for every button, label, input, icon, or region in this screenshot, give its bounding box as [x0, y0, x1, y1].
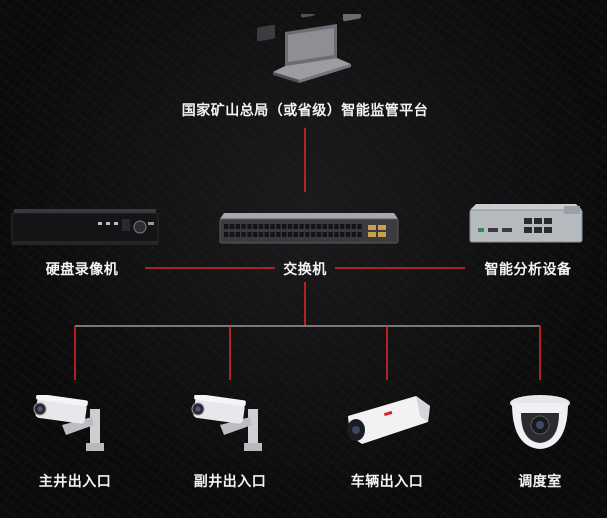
switch-port	[270, 232, 275, 237]
switch-port	[264, 232, 269, 237]
switch-port	[229, 224, 235, 229]
switch-port	[351, 224, 356, 229]
switch-port	[351, 232, 356, 237]
switch-port	[287, 224, 293, 229]
switch-port	[224, 224, 229, 229]
switch-port	[340, 232, 345, 237]
switch-port	[229, 232, 235, 237]
switch-port	[357, 224, 362, 229]
switch-port	[253, 232, 258, 237]
switch-port	[345, 232, 351, 237]
cam-dispatch-label: 调度室	[518, 474, 562, 490]
cam-main-shaft-label: 主井出入口	[38, 474, 112, 490]
switch-port	[241, 232, 246, 237]
switch-port	[316, 232, 322, 237]
switch-port	[276, 232, 281, 237]
switch-port	[299, 224, 304, 229]
switch-port	[276, 224, 281, 229]
switch-port	[293, 224, 298, 229]
switch-port	[247, 224, 252, 229]
switch-port	[328, 224, 333, 229]
switch-port	[258, 232, 264, 237]
analyzer-device-icon	[469, 204, 583, 243]
switch-port	[293, 232, 298, 237]
platform-label: 国家矿山总局（或省级）智能监管平台	[181, 103, 429, 119]
bullet-camera-icon	[191, 395, 262, 451]
switch-port	[322, 224, 327, 229]
switch-port	[258, 224, 264, 229]
switch-port	[345, 224, 351, 229]
switch-port	[311, 224, 316, 229]
cam-aux-shaft-label: 副井出入口	[193, 474, 267, 490]
dome-camera-icon	[510, 395, 570, 449]
switch-port	[340, 224, 345, 229]
switch-port	[235, 224, 240, 229]
switch-port	[235, 232, 240, 237]
cam-vehicle-label: 车辆出入口	[350, 474, 424, 490]
bullet-camera-icon	[33, 395, 104, 451]
laptop-icon	[257, 14, 361, 83]
switch-port	[305, 232, 310, 237]
switch-port	[282, 232, 287, 237]
switch-port	[334, 232, 339, 237]
switch-device-icon	[219, 213, 399, 244]
switch-port	[328, 232, 333, 237]
analyzer-label: 智能分析设备	[484, 262, 572, 278]
switch-port	[311, 232, 316, 237]
switch-port	[334, 224, 339, 229]
switch-port	[247, 232, 252, 237]
switch-port	[253, 224, 258, 229]
switch-port	[322, 232, 327, 237]
nvr-device-icon	[11, 209, 159, 245]
switch-port	[357, 232, 362, 237]
switch-port	[241, 224, 246, 229]
switch-port	[316, 224, 322, 229]
nvr-label: 硬盘录像机	[45, 262, 119, 278]
switch-port	[224, 232, 229, 237]
switch-port	[305, 224, 310, 229]
switch-label: 交换机	[283, 262, 327, 278]
switch-port	[299, 232, 304, 237]
switch-port	[264, 224, 269, 229]
white-bullet-camera-icon	[347, 396, 430, 444]
switch-port	[287, 232, 293, 237]
switch-port	[282, 224, 287, 229]
switch-port	[270, 224, 275, 229]
